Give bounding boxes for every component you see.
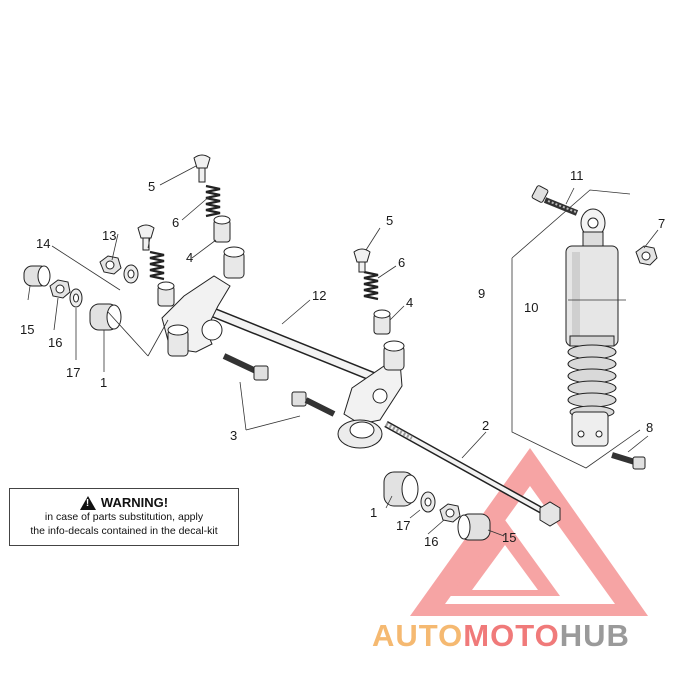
callout-1-lower: 1	[370, 505, 377, 520]
callout-8: 8	[646, 420, 653, 435]
left-hardware	[23, 255, 139, 331]
callout-4-left: 4	[186, 250, 193, 265]
leader-lines	[27, 165, 659, 537]
watermark-logo: AUTOMOTOHUB	[372, 618, 630, 654]
warning-box: ! WARNING! in case of parts substitution…	[9, 488, 239, 546]
callout-1-left: 1	[100, 375, 107, 390]
callout-5-left: 5	[148, 179, 155, 194]
callout-labels: 5 6 13 14 4 15 16 17 1 12 5 6 4 3 2 1 17…	[20, 168, 665, 549]
long-bolt-2	[384, 420, 561, 527]
pins-5	[137, 154, 371, 273]
logo-part-hub: HUB	[559, 618, 630, 653]
nut-7	[635, 245, 658, 266]
watermark-triangle	[410, 448, 648, 616]
springs-6	[149, 184, 379, 301]
callout-7: 7	[658, 216, 665, 231]
callout-11: 11	[570, 168, 584, 183]
callout-13: 13	[102, 228, 116, 243]
logo-part-auto: AUTO	[372, 618, 464, 653]
callout-16-left: 16	[48, 335, 62, 350]
callout-16-lower: 16	[424, 534, 438, 549]
warning-title: WARNING!	[100, 495, 169, 510]
callout-17-left: 17	[66, 365, 80, 380]
callout-2: 2	[482, 418, 489, 433]
bracket-outline	[511, 189, 641, 469]
bushings-left	[157, 215, 245, 357]
bolt-8	[611, 452, 646, 470]
bolts-3	[222, 353, 336, 417]
warning-line-2: the info-decals contained in the decal-k…	[30, 525, 218, 537]
bushings-right	[373, 309, 405, 371]
logo-part-moto: MOTO	[463, 618, 560, 653]
callout-6-left: 6	[172, 215, 179, 230]
callout-17-lower: 17	[396, 518, 410, 533]
callout-5-right: 5	[386, 213, 393, 228]
callout-9: 9	[478, 286, 485, 301]
callout-4-right: 4	[406, 295, 413, 310]
callout-12: 12	[312, 288, 326, 303]
callout-6-right: 6	[398, 255, 405, 270]
callout-14: 14	[36, 236, 50, 251]
warning-header: ! WARNING!	[10, 495, 238, 510]
callout-10: 10	[524, 300, 538, 315]
shock-absorber	[565, 208, 619, 447]
axle-12	[210, 307, 388, 387]
callout-15-lower: 15	[502, 530, 516, 545]
callout-15-left: 15	[20, 322, 34, 337]
warning-line-1: in case of parts substitution, apply	[44, 511, 204, 523]
warning-triangle-icon: !	[79, 495, 96, 510]
bolt-11	[531, 185, 579, 216]
callout-3: 3	[230, 428, 237, 443]
shock-spring	[567, 344, 617, 419]
